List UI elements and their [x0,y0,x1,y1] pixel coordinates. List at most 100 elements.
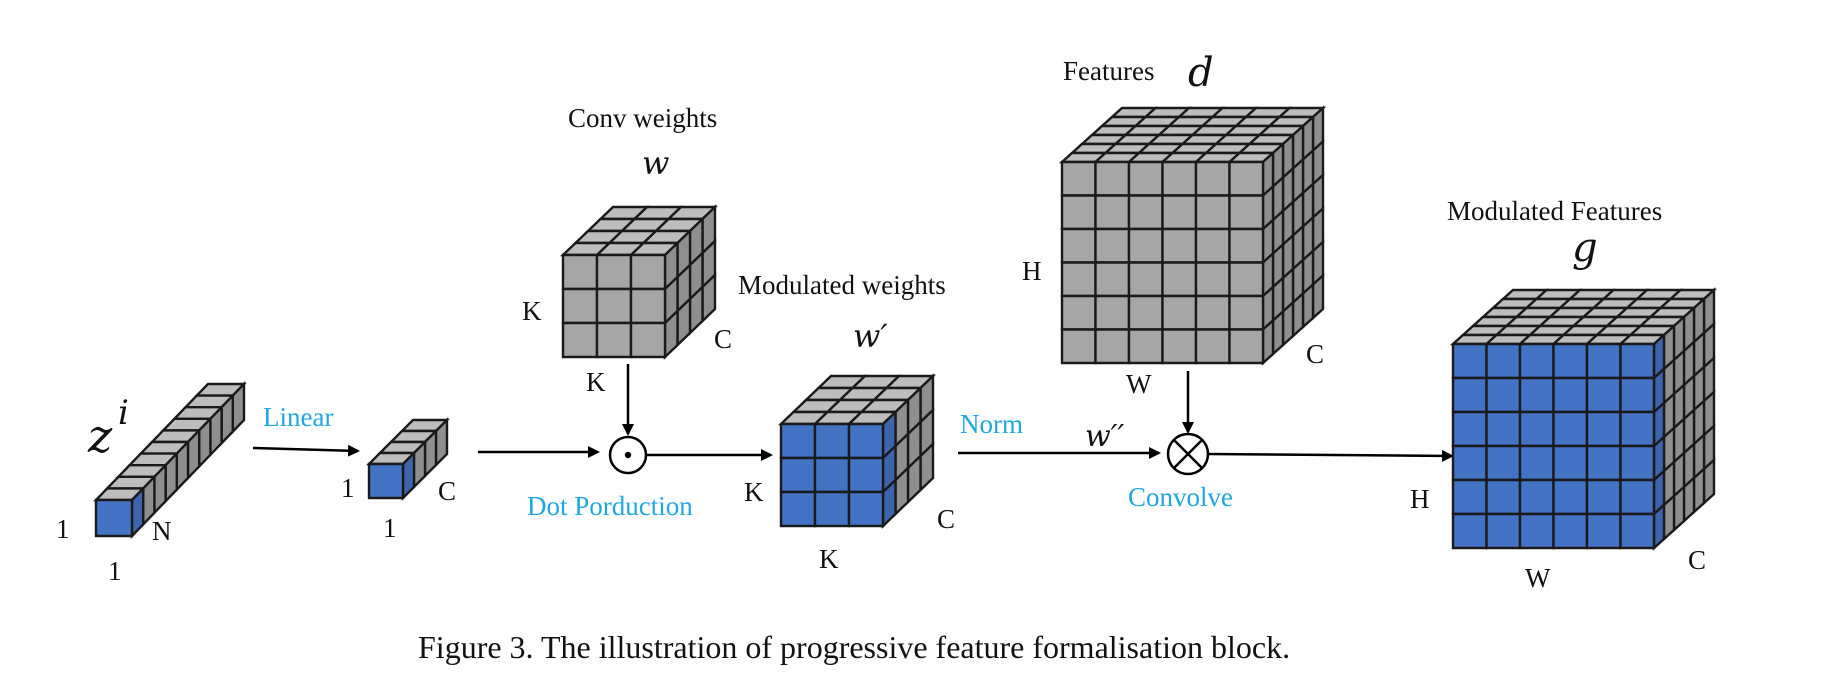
front-cell [1552,444,1589,482]
dot-product-operator [608,435,648,475]
front-cell [1552,512,1589,550]
front-cell [779,456,817,494]
front-cell [847,490,885,528]
front-cell [1161,294,1198,331]
front-cell [1585,478,1622,516]
front-cell [1451,376,1488,414]
side-cell [1261,317,1275,366]
features-title: Features [1063,56,1154,86]
conv-dim-k-left: K [522,296,542,326]
linear-label: Linear [263,402,333,432]
linear-output-vector-block [366,417,450,501]
modf-dim-c: C [1688,545,1706,575]
front-cell [1127,328,1164,365]
front-cell [1585,376,1622,414]
modulated-features-symbol: g [1572,225,1598,271]
front-cell [1094,294,1131,331]
front-cell [1161,261,1198,298]
features-symbol: d [1188,50,1214,96]
features-cube [1058,105,1327,366]
front-cell [1161,328,1198,365]
front-cell [629,253,667,291]
front-cell [813,456,851,494]
vec-dim-height: 1 [341,473,355,503]
front-cell [1060,328,1097,365]
modw-dim-k-left: K [744,477,764,507]
front-cell [367,462,405,500]
front-cell [595,253,633,291]
front-cell [1094,194,1131,231]
z-dim-height: 1 [56,514,70,544]
front-cell [1518,512,1555,550]
vec-dim-depth: C [438,476,456,506]
convolve-label: Convolve [1128,482,1233,512]
front-cell [1060,261,1097,298]
side-cell [1301,281,1315,330]
front-cell [1451,444,1488,482]
norm-label: Norm [960,409,1023,439]
front-cell [629,287,667,325]
front-cell [1485,512,1522,550]
side-cell [1281,299,1295,348]
front-cell [1552,478,1589,516]
front-cell [1451,342,1488,380]
side-cell [1652,502,1666,551]
front-cell [779,422,817,460]
front-cell [1161,227,1198,264]
front-cell [1127,261,1164,298]
front-cell [1194,160,1231,197]
linear-arrow [252,444,360,457]
front-cell [94,498,134,538]
front-cell [813,490,851,528]
z-dim-width: 1 [108,556,122,586]
front-cell [595,321,633,359]
conv-weights-symbol: w [642,144,669,182]
features-dim-h: H [1022,256,1042,286]
front-cell [1228,194,1265,231]
front-cell [1060,160,1097,197]
conv-weights-title: Conv weights [568,103,717,133]
front-cell [1194,227,1231,264]
front-cell [561,287,599,325]
conv-dim-k-bottom: K [586,367,606,397]
norm-symbol: w′′ [1085,419,1124,454]
front-cell [1194,194,1231,231]
front-cell [1127,294,1164,331]
z-superscript: i [118,393,129,433]
front-cell [1127,160,1164,197]
front-cell [1552,342,1589,380]
front-cell [1619,410,1656,448]
front-cell [629,321,667,359]
front-cell [1451,410,1488,448]
modf-dim-w: W [1525,563,1551,593]
front-cell [1619,478,1656,516]
front-cell [1194,328,1231,365]
side-cell [1291,290,1305,339]
front-cell [1619,376,1656,414]
front-cell [1619,444,1656,482]
front-cell [1228,328,1265,365]
front-cell [595,287,633,325]
features-dim-c: C [1306,339,1324,369]
front-cell [1518,478,1555,516]
modulated-weights-symbol: w′ [853,317,888,355]
front-cell [1060,294,1097,331]
vec-dim-width: 1 [383,513,397,543]
side-cell [1692,466,1706,515]
front-cell [813,422,851,460]
front-cell [1127,227,1164,264]
front-cell [1518,410,1555,448]
front-cell [779,490,817,528]
front-cell [1485,478,1522,516]
modw-dim-k-bottom: K [819,544,839,574]
conv-weights-cube [560,204,718,360]
front-cell [1585,512,1622,550]
front-cell [1552,376,1589,414]
front-cell [1485,376,1522,414]
side-cell [1682,475,1696,524]
modulated-features-cube [1449,287,1718,551]
front-cell [1518,376,1555,414]
convolve-out-arrow [1207,449,1454,462]
modulated-weights-cube [778,373,936,529]
front-cell [1228,160,1265,197]
